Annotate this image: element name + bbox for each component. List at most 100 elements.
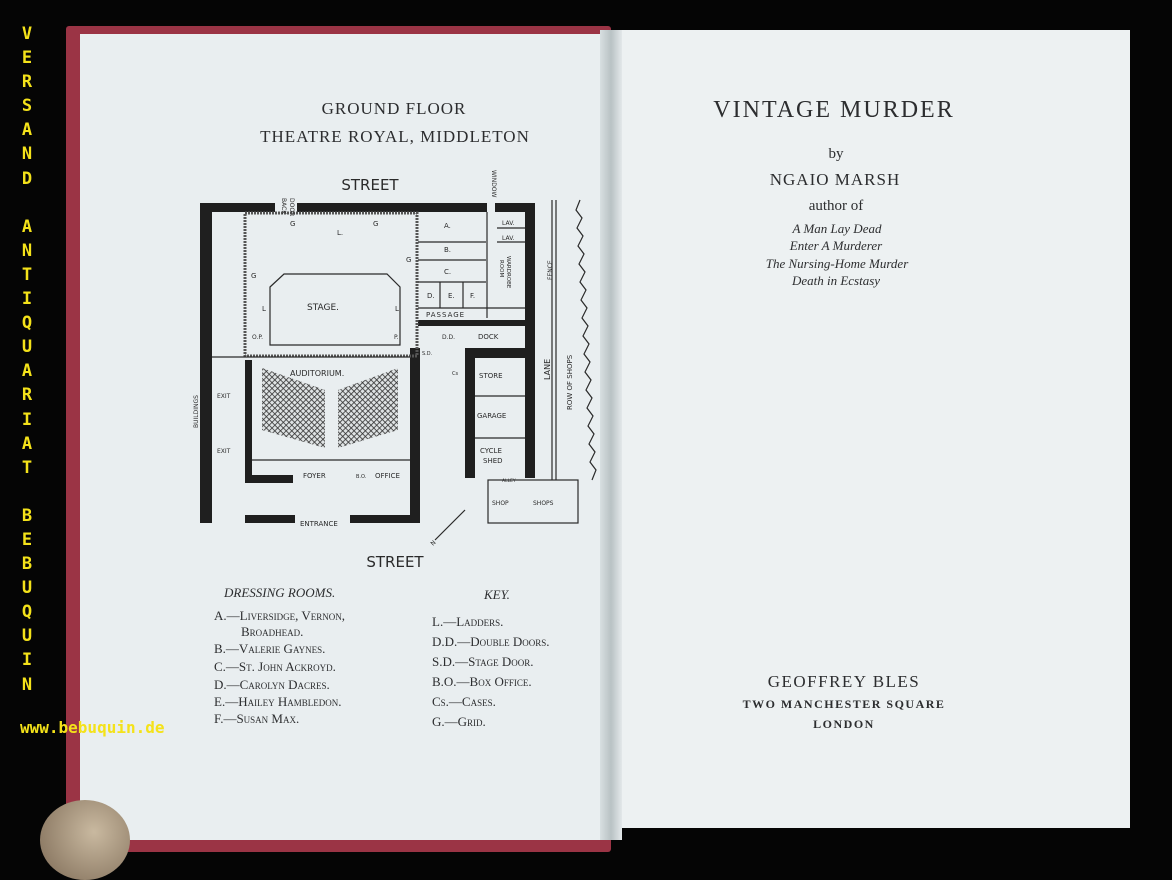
list-item: C.—St. John Ackroyd. — [214, 659, 336, 674]
plan-subheading: THEATRE ROYAL, MIDDLETON — [260, 127, 530, 146]
foyer-label: FOYER — [303, 472, 326, 480]
ladder-mark: L — [395, 305, 399, 313]
other-work: The Nursing-Home Murder — [765, 256, 909, 271]
list-item: A.—Liversidge, Vernon, — [214, 608, 345, 623]
watermark-letter: U — [21, 578, 33, 599]
op-label: O.P. — [252, 334, 263, 341]
watermark-letter: A — [21, 433, 33, 454]
watermark-letter: D — [21, 168, 33, 189]
other-work: A Man Lay Dead — [792, 221, 882, 236]
watermark-letter: Q — [21, 313, 33, 334]
window-label: WINDOW — [490, 170, 497, 198]
watermark-letter: E — [21, 48, 33, 69]
exit-label: EXIT — [217, 448, 231, 455]
shops-label: SHOPS — [533, 500, 554, 507]
street-bottom-label: STREET — [366, 553, 424, 570]
watermark-letter: E — [21, 529, 33, 550]
plan-heading: GROUND FLOOR — [321, 99, 467, 118]
cycle-shed-label: SHED — [483, 457, 503, 465]
watermark-letter: N — [21, 144, 33, 165]
list-item: B.O.—Box Office. — [432, 674, 532, 689]
other-work: Enter A Murderer — [789, 238, 883, 253]
walls — [200, 203, 535, 523]
grid-mark: G — [251, 272, 256, 280]
list-item: S.D.—Stage Door. — [432, 654, 534, 669]
list-item: E.—Hailey Hambledon. — [214, 694, 342, 709]
watermark-letter: B — [21, 505, 33, 526]
author-name: NGAIO MARSH — [769, 170, 901, 189]
room-f-label: F. — [470, 292, 475, 300]
book-gutter — [600, 30, 622, 840]
publisher-city: LONDON — [813, 717, 875, 731]
passage-label: PASSAGE — [426, 311, 465, 319]
dd-label: D.D. — [442, 334, 455, 341]
row-of-shops-label: ROW OF SHOPS — [566, 354, 574, 410]
list-item: L.—Ladders. — [432, 614, 504, 629]
seating-right — [338, 368, 398, 448]
room-a-label: A. — [444, 222, 451, 230]
watermark-letter: N — [21, 674, 33, 695]
watermark-letter: R — [21, 72, 33, 93]
watermark-letter: T — [21, 457, 33, 478]
street-top-label: STREET — [341, 176, 399, 194]
alley-label: ALLEY — [502, 478, 516, 484]
list-item: D.D.—Double Doors. — [432, 634, 550, 649]
list-item: F.—Susan Max. — [214, 711, 300, 726]
garage-label: GARAGE — [477, 412, 506, 420]
lav-label: LAV. — [502, 235, 515, 242]
watermark-letter: U — [21, 626, 33, 647]
thumb — [40, 800, 130, 880]
ladder-mark: L. — [337, 229, 343, 237]
store-label: STORE — [479, 372, 503, 380]
watermark-letter: R — [21, 385, 33, 406]
grid-mark: G — [373, 220, 378, 228]
by-label: by — [828, 146, 844, 162]
room-d-label: D. — [427, 292, 435, 300]
buildings-label: BUILDINGS — [193, 395, 200, 428]
room-e-label: E. — [448, 292, 455, 300]
list-item: Broadhead. — [241, 624, 304, 639]
author-of-label: author of — [808, 198, 864, 214]
watermark-letter: A — [21, 216, 33, 237]
floor-plan: STREET STREET BACK DOOR WINDOW G G G G L… — [193, 170, 597, 570]
watermark-letter: I — [21, 409, 33, 430]
shop-label: SHOP — [492, 500, 509, 507]
back-door-label: BACK — [280, 198, 287, 215]
list-item: G.—Grid. — [432, 714, 486, 729]
stage-label: STAGE. — [307, 303, 339, 313]
right-page — [608, 30, 1130, 828]
lane-label: LANE — [543, 359, 552, 380]
watermark-letter: U — [21, 337, 33, 358]
cycle-shed-label: CYCLE — [480, 447, 502, 455]
exit-label: EXIT — [217, 393, 231, 400]
watermark-letter — [18, 480, 36, 504]
north-arrow-label: N — [429, 539, 437, 547]
sd-label: S.D. — [422, 351, 433, 357]
watermark-letter: A — [21, 361, 33, 382]
watermark-letter: I — [21, 650, 33, 671]
seating-left — [262, 368, 325, 448]
watermark-letter: V — [21, 24, 33, 44]
watermark-letter: N — [21, 240, 33, 261]
watermark-letter: B — [21, 554, 33, 575]
grid-mark: G — [290, 220, 295, 228]
watermark-letter — [18, 191, 36, 215]
other-work: Death in Ecstasy — [791, 273, 881, 288]
watermark-letter: S — [21, 96, 33, 117]
watermark-letter: I — [21, 289, 33, 310]
auditorium-label: AUDITORIUM. — [290, 369, 344, 378]
dock-label: DOCK — [478, 333, 499, 341]
back-door-label: DOOR — [288, 198, 295, 216]
cases-label: Cs — [452, 371, 458, 377]
dressing-rooms-title: DRESSING ROOMS. — [224, 585, 336, 600]
room-c-label: C. — [444, 268, 451, 276]
watermark-url: www.bebuquin.de — [20, 718, 165, 737]
list-item: B.—Valerie Gaynes. — [214, 641, 326, 656]
lav-label: LAV. — [502, 220, 515, 227]
key-title: KEY. — [484, 587, 510, 602]
watermark-letter: T — [21, 264, 33, 285]
list-item: Cs.—Cases. — [432, 694, 496, 709]
wardrobe-label: WARDROBE — [505, 256, 511, 289]
publisher-address: TWO MANCHESTER SQUARE — [742, 697, 946, 711]
